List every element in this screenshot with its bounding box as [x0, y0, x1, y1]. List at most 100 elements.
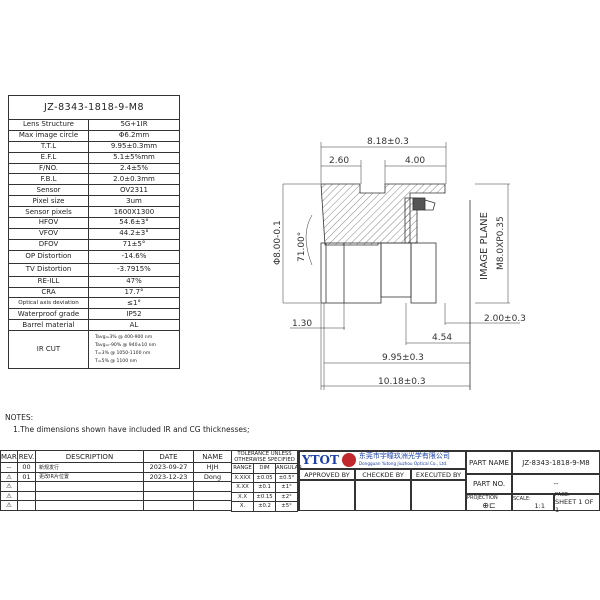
ir-cut-label: IR CUT [8, 330, 89, 370]
revision-cell: 2023-09-27 [143, 462, 194, 473]
tolerance-row: X.XX±0.1±1° [231, 482, 298, 493]
tol-header-dim: DIM [253, 463, 276, 474]
approved-by-label: APPROVED BY [299, 469, 355, 480]
tolerance-cell: X. [231, 501, 254, 512]
dim-ttl: 9.95±0.3 [382, 353, 424, 363]
revision-cell [35, 481, 144, 492]
checked-by-label: CHECKDE BY [355, 469, 411, 480]
tolerance-title-2: OTHERWISE SPECIFIED [234, 457, 295, 463]
header-name: NAME [193, 450, 232, 463]
revision-cell: ⚠ [0, 481, 18, 492]
dim-4-54: 4.54 [432, 333, 452, 343]
revision-row: ⚠ [0, 500, 232, 511]
tolerance-row: X.X±0.15±2° [231, 491, 298, 502]
revision-cell: HJH [193, 462, 232, 473]
part-no-label: PART NO. [466, 474, 512, 494]
revision-cell [17, 481, 36, 492]
spec-row: TV Distortion-3.7915% [8, 262, 180, 277]
tolerance-cell: ±5° [275, 501, 298, 512]
dimension-lines [282, 142, 520, 390]
revision-cell: ⚠ [0, 500, 18, 511]
revision-cell: ⚠ [0, 471, 18, 482]
dim-fbl: 2.00±0.3 [484, 314, 526, 324]
header-date: DATE [143, 450, 194, 463]
dim-right-width: 4.00 [405, 156, 425, 166]
projection-cell: PROJECTION⊕⊏ [466, 494, 512, 511]
ir-cut-values: Tavg=3% @ 400-900 nm Tavg=-90% @ 940±10 … [88, 330, 180, 370]
tolerance-cell: X.X [231, 491, 254, 502]
executed-by-field [411, 480, 466, 511]
revision-cell: 00 [17, 462, 36, 473]
dim-total-width: 8.18±0.3 [367, 137, 409, 147]
revision-cell: ⚠ [0, 490, 18, 501]
scale-label: SCALE: [513, 495, 531, 502]
revision-cell: 更改IR片位置 [35, 471, 144, 482]
company-logo: YTOT [302, 453, 339, 467]
scale-cell: SCALE:1:1 [512, 494, 554, 511]
spec-value: -3.7915% [88, 262, 180, 277]
dim-diameter: Φ8.00-0.1 [273, 220, 283, 265]
notes: NOTES: 1.The dimensions shown have inclu… [5, 412, 249, 436]
tolerance-row: X.XXX±0.05±0.5° [231, 472, 298, 483]
revision-cell: 新规发行 [35, 462, 144, 473]
lens-drawing: 8.18±0.3 2.60 4.00 Φ8.00-0.1 71.00° IMAG… [273, 137, 526, 390]
revision-row: ⚠ [0, 481, 232, 492]
revision-cell: 01 [17, 471, 36, 482]
company-name-cn: 东莞市宇瞳玖洲光学有限公司 [358, 452, 450, 460]
tolerance-row: X.±0.2±5° [231, 501, 298, 512]
tolerance-title-1: TOLERANCE UNLESS [237, 451, 292, 457]
projection-label: PROJECTION [467, 495, 498, 501]
revision-cell [35, 500, 144, 511]
revision-cell [143, 490, 194, 501]
tolerance-cell: ±0.2 [253, 501, 276, 512]
revision-cell [193, 490, 232, 501]
revision-cell: 2023-12-23 [143, 471, 194, 482]
thread-spec: M8.0XP0.35 [496, 216, 506, 270]
ir-line: Tavg=-90% @ 940±10 nm [95, 342, 157, 348]
tol-header-range: RANGE [231, 463, 254, 474]
dim-overall: 10.18±0.3 [378, 377, 426, 387]
part-name-value: JZ-8343-1818-9-M8 [512, 451, 600, 474]
tolerance-cell: X.XX [231, 482, 254, 493]
revision-cell [193, 500, 232, 511]
tolerance-cell: ±0.15 [253, 491, 276, 502]
image-plane-label: IMAGE PLANE [479, 212, 490, 280]
ir-line: T=5% @ 1100 nm [95, 358, 137, 364]
company-logo-icon [341, 453, 356, 467]
header-mark: MARK [0, 450, 18, 463]
revision-cell [143, 481, 194, 492]
header-rev: REV. [17, 450, 36, 463]
ir-line: Tavg=3% @ 400-900 nm [95, 334, 153, 340]
approved-by-field [299, 480, 355, 511]
projection-symbol-icon: ⊕⊏ [482, 501, 496, 510]
tolerance-cell: ±0.1 [253, 482, 276, 493]
revision-cell [193, 481, 232, 492]
tolerance-cell: ±1° [275, 482, 298, 493]
spec-label: TV Distortion [8, 262, 89, 277]
spec-title: JZ-8343-1818-9-M8 [8, 95, 180, 120]
spec-row: OP Distortion-14.6% [8, 249, 180, 264]
lens-body [320, 183, 471, 390]
tolerance-cell: X.XXX [231, 472, 254, 483]
company-name-en: Dongguan Yutong Jiuzhou Optical Co., Ltd… [358, 461, 448, 466]
revision-row: ⚠ [0, 490, 232, 501]
tolerance-cell: ±2° [275, 491, 298, 502]
ir-line: T=3% @ 1050-1100 nm [95, 350, 151, 356]
tolerance-cell: ±0.05 [253, 472, 276, 483]
dim-1-30: 1.30 [292, 319, 312, 329]
page-value: SHEET 1 OF 1 [555, 497, 594, 514]
dim-angle: 71.00° [297, 232, 307, 262]
page-label: PAGE: [555, 491, 570, 498]
tolerance-cell: ±0.5° [275, 472, 298, 483]
checked-by-field [355, 480, 411, 511]
revision-cell [17, 500, 36, 511]
revision-cell [35, 490, 144, 501]
revision-cell [17, 490, 36, 501]
dim-left-width: 2.60 [329, 156, 349, 166]
